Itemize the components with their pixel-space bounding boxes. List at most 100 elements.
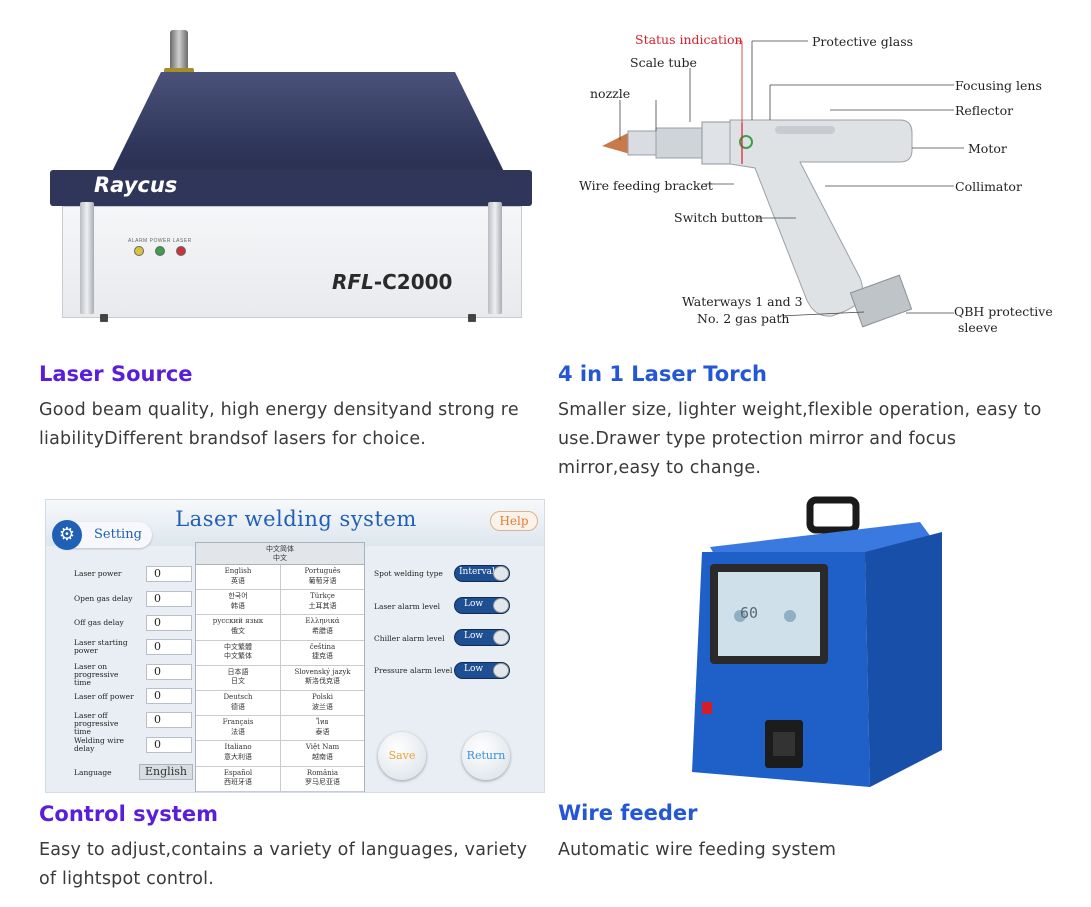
language-chinese-name: 越南语: [312, 752, 333, 761]
language-chinese-name: 希腊语: [312, 626, 333, 635]
feeder-display-value: 60: [740, 604, 759, 622]
language-chinese-name: 韩语: [231, 601, 245, 610]
language-chinese-name: 波兰语: [312, 702, 333, 711]
language-option[interactable]: ไทย泰语: [280, 716, 364, 742]
label-scale-tube: Scale tube: [630, 55, 697, 70]
language-native-name: Ελληνικά: [305, 617, 340, 626]
language-chinese-name: 日文: [231, 677, 245, 686]
language-native-name: čeština: [309, 642, 336, 651]
fiber-connector: [170, 30, 188, 74]
toggle-value: Low: [464, 631, 484, 641]
laser-source-image: Raycus ALARM POWER LASER RFL-C2000: [40, 30, 535, 325]
power-led: [155, 246, 165, 256]
laser-led: [176, 246, 186, 256]
pressure-alarm-level-toggle[interactable]: Low: [454, 662, 510, 679]
laser-on-progressive-time-input[interactable]: 0: [146, 664, 192, 680]
language-chinese-name: 英语: [231, 576, 245, 585]
label-focusing-lens: Focusing lens: [955, 78, 1042, 93]
language-chinese-name: 德语: [231, 702, 245, 711]
laser-off-progressive-time-input[interactable]: 0: [146, 712, 192, 728]
laser-off-power-input[interactable]: 0: [146, 688, 192, 704]
help-button[interactable]: Help: [490, 511, 538, 531]
welding-wire-delay-input[interactable]: 0: [146, 737, 192, 753]
language-chinese-name: 西班牙语: [224, 778, 252, 787]
indicator-labels: ALARM POWER LASER: [128, 238, 192, 244]
laser-alarm-level-toggle[interactable]: Low: [454, 597, 510, 614]
laser-starting-power-input[interactable]: 0: [146, 639, 192, 655]
toggle-value: Low: [464, 664, 484, 674]
toggle-knob: [493, 630, 509, 645]
language-native-name: Slovenský jazyk: [294, 667, 351, 676]
toggle-value: Low: [464, 599, 484, 609]
language-chinese-name: 泰语: [315, 727, 330, 736]
label-status-indication: Status indication: [635, 32, 743, 47]
toggle-label: Laser alarm level: [374, 602, 441, 611]
language-chinese-name: 俄文: [231, 626, 245, 635]
card-desc-laser-source: Good beam quality, high energy densityan…: [39, 400, 519, 449]
rack-handle-left: [80, 202, 94, 314]
card-desc-laser-torch: Smaller size, lighter weight,flexible op…: [558, 400, 1042, 478]
language-chinese-name: 捷克语: [312, 652, 333, 661]
toggle-knob: [493, 566, 509, 581]
return-button[interactable]: Return: [462, 732, 510, 780]
label-nozzle: nozzle: [590, 86, 631, 101]
field-label: Laser power: [74, 569, 122, 578]
chiller-alarm-level-toggle[interactable]: Low: [454, 629, 510, 646]
label-waterways: Waterways 1 and 3: [682, 294, 803, 309]
language-native-name: русский язык: [212, 617, 264, 626]
language-chinese-name: 土耳其语: [308, 601, 337, 610]
spot-welding-type-toggle[interactable]: Interval: [454, 565, 510, 582]
language-chinese-name: 法语: [231, 727, 245, 736]
save-button[interactable]: Save: [378, 732, 426, 780]
language-chinese-name: 葡萄牙语: [308, 576, 337, 585]
language-table-header[interactable]: 中文简体 中文: [196, 543, 364, 565]
language-option[interactable]: 日本語日文: [196, 666, 280, 691]
language-native-name: Türkçe: [310, 592, 335, 601]
panel-title: Laser welding system: [175, 507, 417, 531]
rack-foot: [468, 314, 476, 322]
toggle-label: Spot welding type: [374, 569, 443, 578]
field-label: Laser starting power: [74, 638, 128, 655]
language-native-name: 한국어: [228, 592, 248, 601]
card-desc-control-system: Easy to adjust,contains a variety of lan…: [39, 840, 528, 889]
language-native-name: Português: [304, 567, 341, 575]
model-label: RFL-C2000: [332, 270, 453, 294]
torch-drawing: [602, 40, 964, 328]
control-system-screen: ⚙ Setting Laser welding system Help Lase…: [45, 499, 545, 793]
rack-handle-right: [488, 202, 502, 314]
language-option[interactable]: 中文繁體中文繁体: [196, 641, 280, 666]
toggle-label: Pressure alarm level: [374, 666, 453, 675]
label-reflector: Reflector: [955, 103, 1014, 118]
setting-label: Setting: [94, 527, 142, 542]
laser-power-input[interactable]: 0: [146, 566, 192, 582]
raycus-logo: Raycus: [94, 173, 178, 197]
open-gas-delay-input[interactable]: 0: [146, 591, 192, 607]
gear-icon[interactable]: ⚙: [52, 520, 82, 550]
language-select-button[interactable]: English: [139, 764, 193, 780]
label-qbh-protective: QBH protective: [954, 304, 1053, 319]
card-desc-wire-feeder: Automatic wire feeding system: [558, 840, 837, 860]
language-native-name: Español: [223, 768, 253, 777]
language-label: Language: [74, 768, 112, 777]
laser-torch-diagram: Status indication Protective glass Scale…: [570, 28, 1053, 343]
wire-feeder-drawing: [692, 496, 942, 787]
off-gas-delay-input[interactable]: 0: [146, 615, 192, 631]
rack-front-band: [50, 170, 532, 206]
label-gas-path: No. 2 gas path: [697, 311, 790, 326]
language-native-name: Deutsch: [223, 693, 253, 701]
